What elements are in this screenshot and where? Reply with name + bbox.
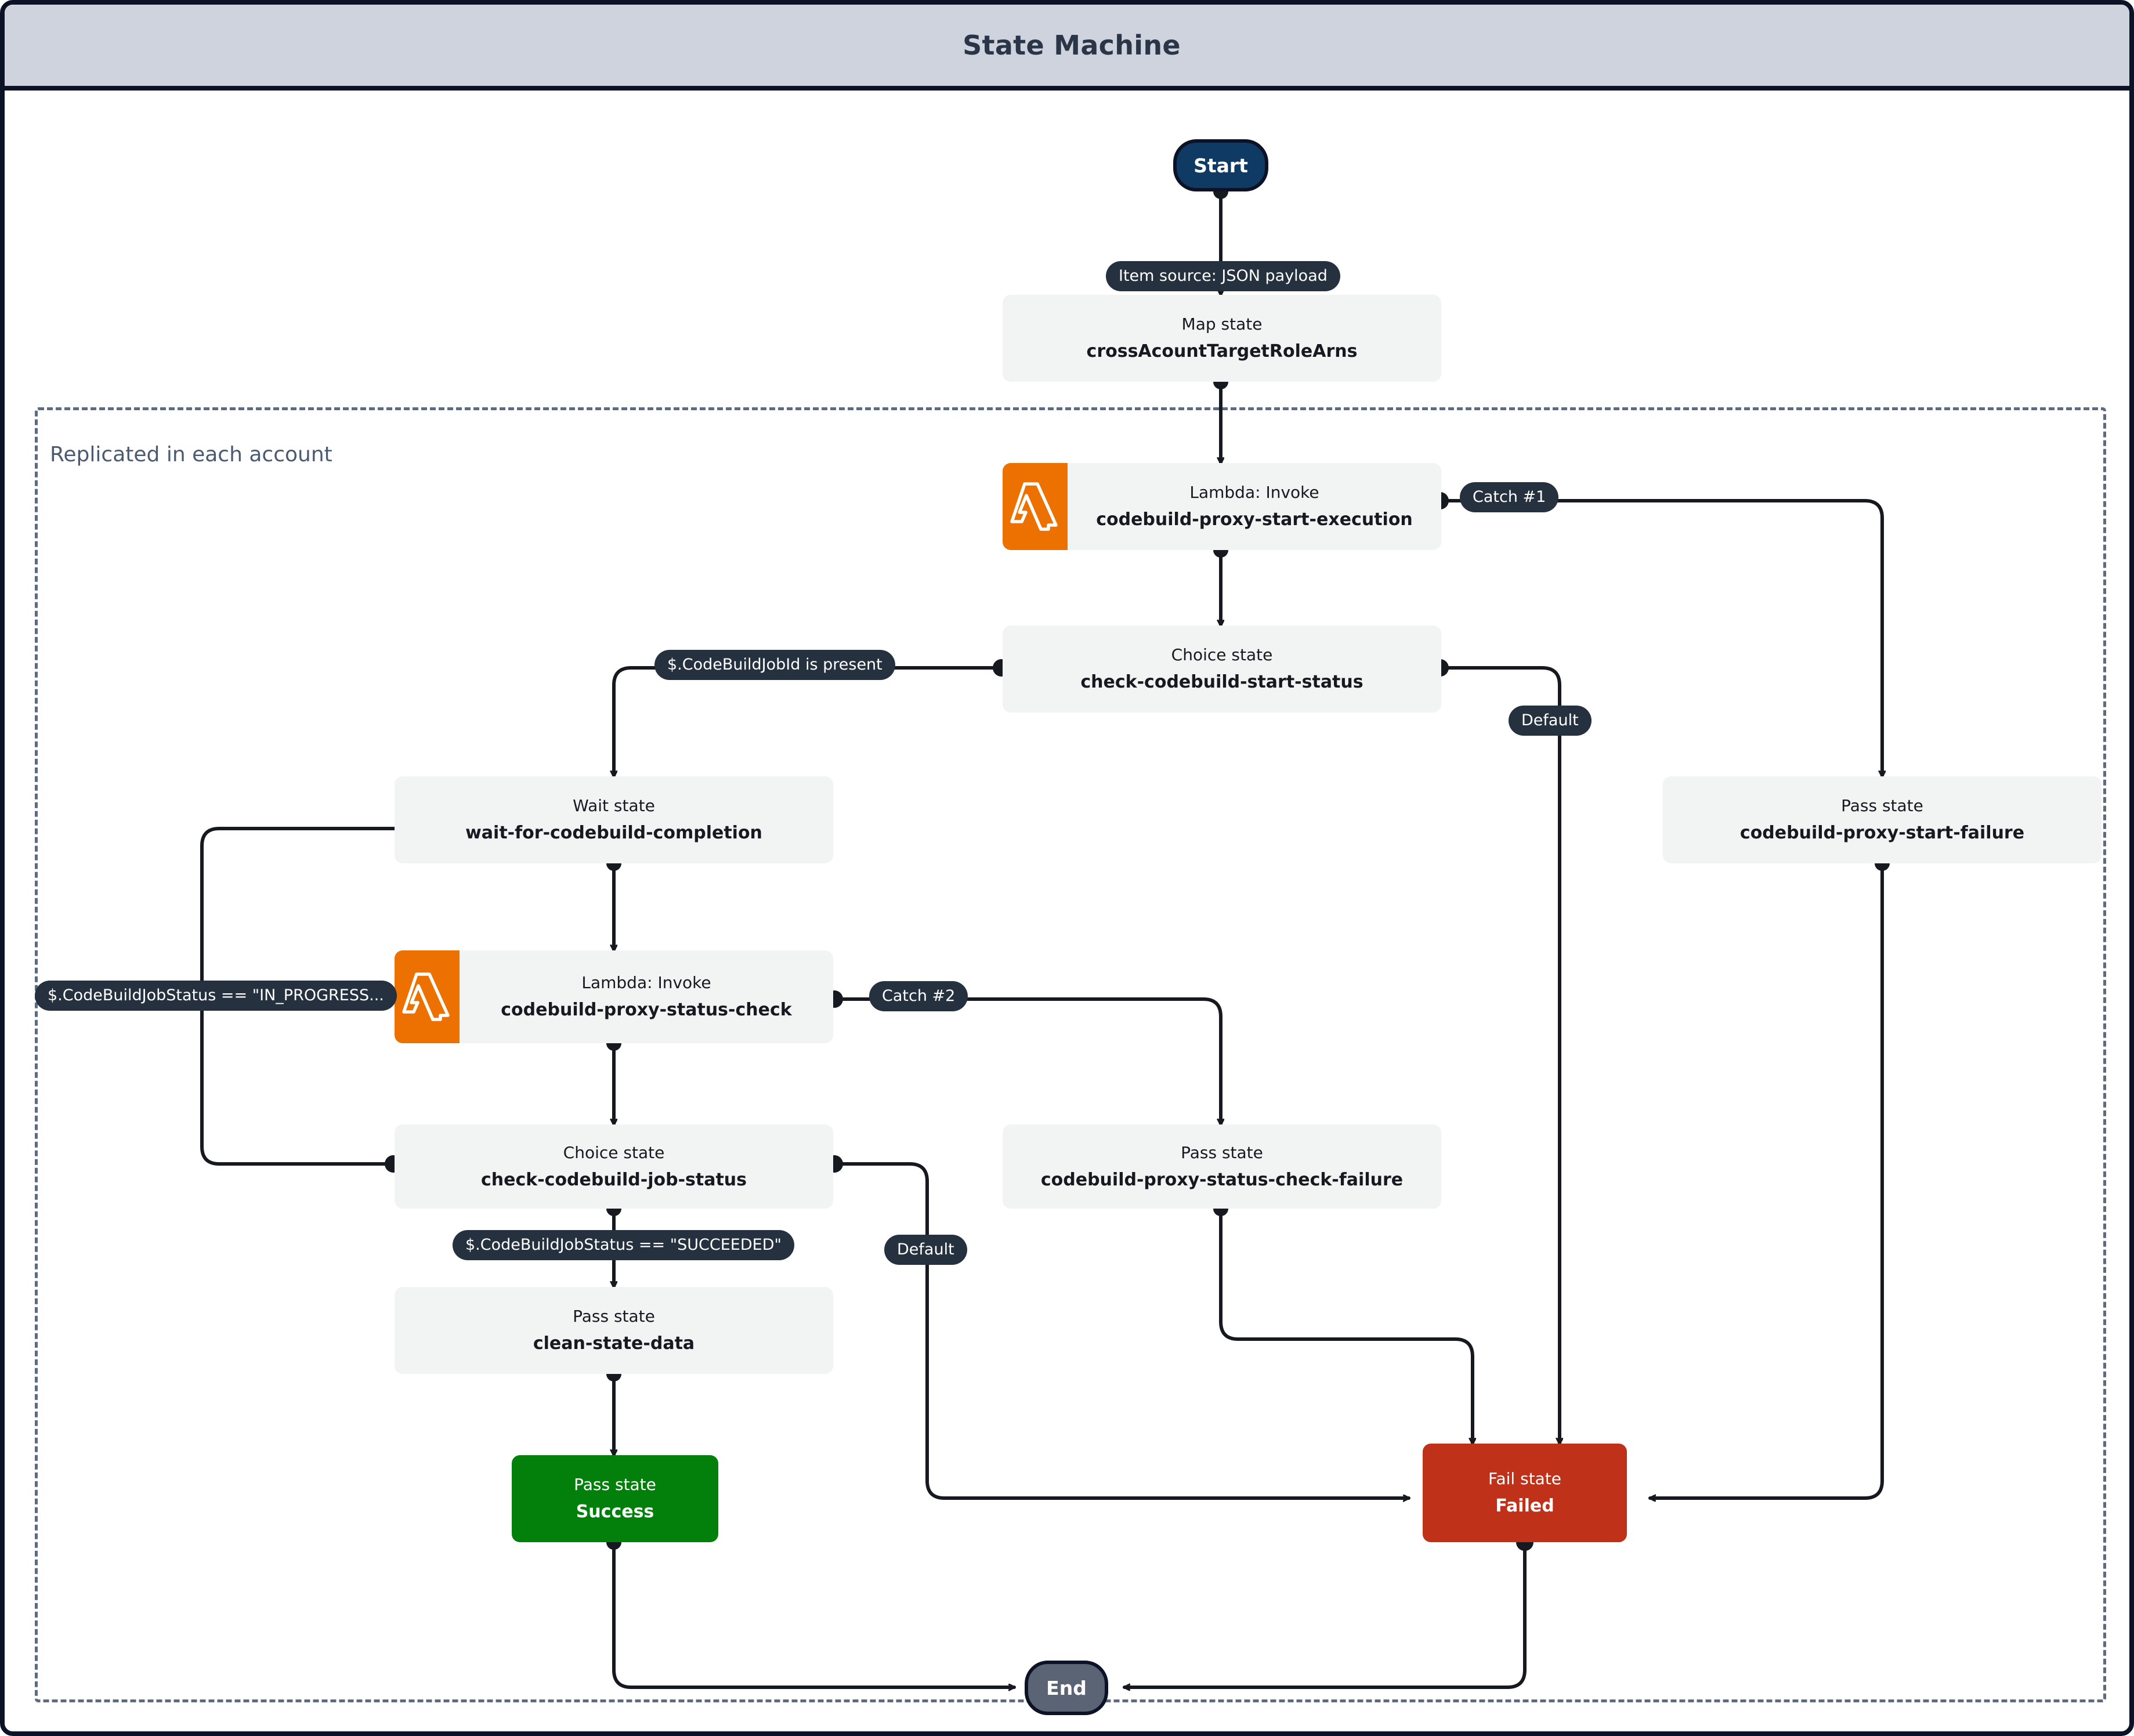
node-type-label: Map state [1181,314,1263,334]
node-name-label: codebuild-proxy-status-check-failure [1040,1169,1404,1190]
node-lambda-codebuild-proxy-status-check[interactable]: Lambda: Invoke codebuild-proxy-status-ch… [395,950,833,1043]
end-label: End [1046,1676,1087,1699]
node-wait-for-codebuild-completion[interactable]: Wait state wait-for-codebuild-completion [395,776,833,863]
edge-label-item-source: Item source: JSON payload [1106,261,1340,291]
edge-label-catch-1: Catch #1 [1460,482,1559,512]
node-type-label: Pass state [574,1475,656,1494]
node-type-label: Choice state [563,1142,665,1162]
node-choice-check-codebuild-job-status[interactable]: Choice state check-codebuild-job-status [395,1124,833,1209]
node-name-label: codebuild-proxy-start-execution [1096,509,1413,530]
node-lambda-codebuild-proxy-start-execution[interactable]: Lambda: Invoke codebuild-proxy-start-exe… [1003,463,1441,550]
node-name-label: Failed [1495,1496,1554,1516]
start-label: Start [1193,154,1248,177]
node-name-label: check-codebuild-job-status [480,1169,747,1190]
node-name-label: codebuild-proxy-status-check [501,1000,792,1020]
end-node[interactable]: End [1025,1661,1108,1715]
node-pass-codebuild-proxy-status-check-failure[interactable]: Pass state codebuild-proxy-status-check-… [1003,1124,1441,1209]
page-title: State Machine [963,30,1181,61]
node-name-label: crossAcountTargetRoleArns [1086,341,1358,361]
replicated-account-group [35,407,2106,1702]
node-pass-success[interactable]: Pass state Success [512,1455,718,1542]
node-name-label: codebuild-proxy-start-failure [1739,823,2025,843]
node-pass-clean-state-data[interactable]: Pass state clean-state-data [395,1287,833,1374]
edge-label-jobid-is-present: $.CodeBuildJobId is present [654,650,895,680]
node-pass-codebuild-proxy-start-failure[interactable]: Pass state codebuild-proxy-start-failure [1663,776,2102,863]
node-type-label: Pass state [1181,1142,1263,1162]
group-label: Replicated in each account [50,443,332,466]
node-fail-failed[interactable]: Fail state Failed [1423,1444,1627,1542]
node-map-crossaccounttargetrolearns[interactable]: Map state crossAcountTargetRoleArns [1003,295,1441,382]
node-name-label: clean-state-data [533,1333,695,1354]
node-type-label: Lambda: Invoke [581,973,711,992]
aws-lambda-icon [1003,463,1068,550]
edge-label-default-job-status: Default [884,1235,967,1265]
node-choice-check-codebuild-start-status[interactable]: Choice state check-codebuild-start-statu… [1003,625,1441,713]
node-type-label: Pass state [573,1307,655,1326]
start-node[interactable]: Start [1173,139,1268,191]
node-type-label: Wait state [573,796,655,815]
aws-lambda-icon [395,950,460,1043]
node-type-label: Fail state [1488,1469,1562,1488]
node-type-label: Pass state [1841,796,1923,815]
node-name-label: check-codebuild-start-status [1080,672,1363,692]
edge-label-catch-2: Catch #2 [869,981,968,1011]
node-name-label: wait-for-codebuild-completion [465,823,762,843]
node-type-label: Choice state [1171,645,1273,664]
edge-label-job-status-succeeded: $.CodeBuildJobStatus == "SUCCEEDED" [453,1230,794,1260]
diagram-header: State Machine [5,5,2129,91]
node-type-label: Lambda: Invoke [1189,483,1319,502]
edge-label-job-status-in-progress: $.CodeBuildJobStatus == "IN_PROGRESS... [35,981,397,1011]
edge-label-default-start-status: Default [1509,706,1592,736]
node-name-label: Success [576,1502,654,1522]
